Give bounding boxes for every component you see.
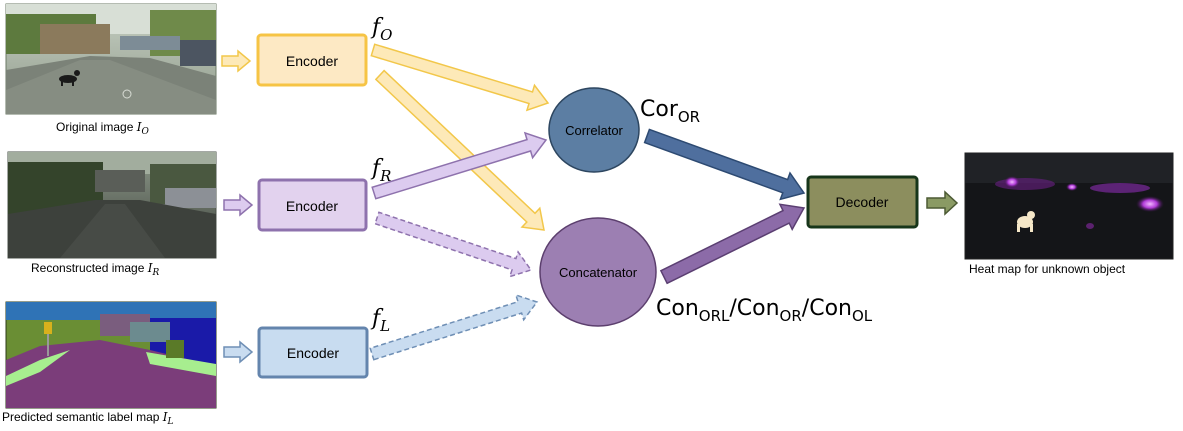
arrow-fr-to-correlator <box>371 131 548 200</box>
arrow-fl-to-concatenator <box>369 293 539 361</box>
encoder-original: Encoder <box>256 33 368 87</box>
semantic-label-map <box>5 301 217 409</box>
arrow-original-to-encoder <box>221 49 252 73</box>
svg-text:Encoder: Encoder <box>286 53 338 69</box>
semantic-label-map-caption: Predicted semantic label map IL <box>2 410 174 427</box>
feature-label-fl: fL <box>370 306 390 335</box>
heat-map-image <box>964 152 1174 260</box>
arrow-semantic-to-encoder <box>223 340 254 364</box>
decoder-box: Decoder <box>806 175 919 229</box>
svg-text:fO: fO <box>370 15 392 44</box>
svg-text:CorOR: CorOR <box>640 97 700 126</box>
correlator-node: Correlator <box>548 87 640 173</box>
original-image-caption: Original image IO <box>56 120 149 137</box>
feature-label-fr: fR <box>370 156 391 185</box>
svg-text:Encoder: Encoder <box>286 198 338 214</box>
encoder-semantic: Encoder <box>257 326 369 379</box>
svg-text:fL: fL <box>370 306 390 335</box>
concatenator-output-label: ConORL/ConOR/ConOL <box>656 296 873 325</box>
svg-text:Correlator: Correlator <box>565 123 623 138</box>
correlator-output-label: CorOR <box>640 97 700 126</box>
arrow-fo-to-correlator <box>370 43 550 112</box>
svg-text:Decoder: Decoder <box>836 194 889 210</box>
arrow-reconstructed-to-encoder <box>223 193 254 217</box>
reconstructed-image-caption: Reconstructed image IR <box>31 261 159 278</box>
heat-map-caption: Heat map for unknown object <box>969 262 1126 276</box>
arrow-correlator-to-decoder <box>643 128 806 201</box>
svg-text:Encoder: Encoder <box>287 345 339 361</box>
arrow-fo-to-concatenator <box>374 69 545 231</box>
svg-text:Heat map for unknown object: Heat map for unknown object <box>969 262 1126 276</box>
concatenator-node: Concatenator <box>539 217 657 327</box>
svg-text:Original image IO: Original image IO <box>56 120 149 137</box>
svg-text:Reconstructed image IR: Reconstructed image IR <box>31 261 159 278</box>
original-image <box>5 3 217 115</box>
reconstructed-image <box>7 151 217 259</box>
arrow-decoder-to-heatmap <box>926 190 959 216</box>
arrow-fr-to-concatenator <box>374 211 533 278</box>
arrow-concatenator-to-decoder <box>659 203 806 285</box>
encoder-reconstructed: Encoder <box>257 178 368 232</box>
svg-text:Predicted semantic label map I: Predicted semantic label map IL <box>2 410 174 427</box>
feature-label-fo: fO <box>370 15 392 44</box>
svg-text:ConORL/ConOR/ConOL: ConORL/ConOR/ConOL <box>656 296 873 325</box>
svg-text:Concatenator: Concatenator <box>559 265 638 280</box>
svg-text:fR: fR <box>370 156 391 185</box>
